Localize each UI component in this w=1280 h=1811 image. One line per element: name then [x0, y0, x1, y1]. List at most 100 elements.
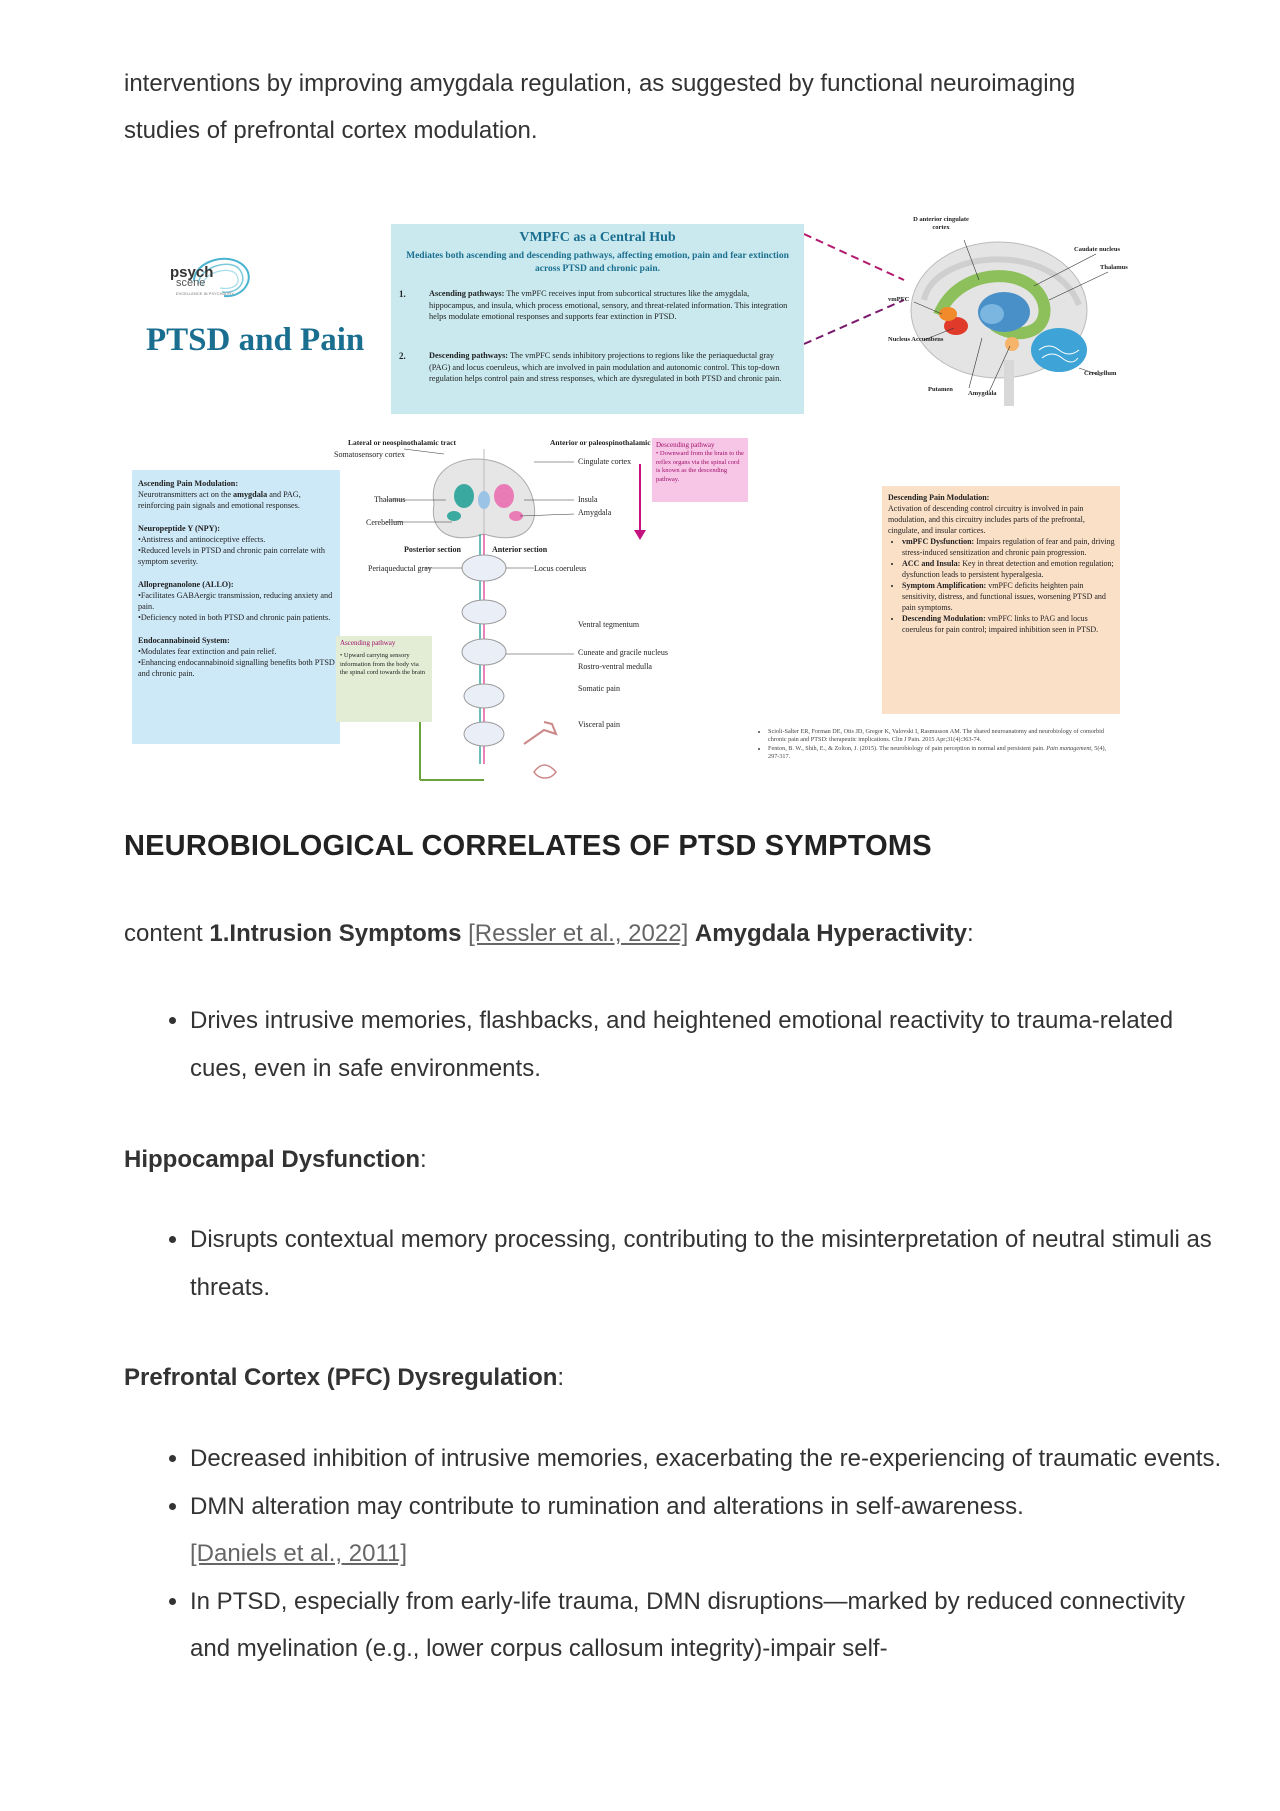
- left-t4a: •Modulates fear extinction and pain reli…: [138, 647, 277, 657]
- left-t2b: •Reduced levels in PTSD and chronic pain…: [138, 546, 326, 567]
- ascending-modulation-box: Ascending Pain Modulation: Neurotransmit…: [132, 470, 340, 744]
- reference-1: Scioli-Salter ER, Forman DE, Otis JD, Gr…: [768, 728, 1116, 745]
- hub-item-1-text: The vmPFC receives input from subcortica…: [429, 289, 788, 321]
- right-b3: vmPFC deficits heighten pain sensitivity…: [902, 581, 1106, 612]
- label-cuneate: Cuneate and gracile nucleus: [578, 648, 668, 657]
- hub-subtitle: Mediates both ascending and descending p…: [406, 251, 789, 274]
- pfc-bullet-list: Decreased inhibition of intrusive memori…: [124, 1435, 1230, 1673]
- right-bullet-4: Descending Modulation: vmPFC links to PA…: [902, 613, 1116, 635]
- left-t1a: Neurotransmitters act on the: [138, 490, 234, 500]
- label-amygdala-center: Amygdala: [578, 508, 612, 517]
- label-anterior-section: Anterior section: [492, 545, 548, 554]
- hub-item-2-lead: Descending pathways:: [429, 351, 509, 360]
- logo-tagline: EXCELLENCE IN PSYCHIATRY: [176, 291, 234, 296]
- ptsd-pain-infographic: psych scene EXCELLENCE IN PSYCHIATRY PTS…: [124, 210, 1136, 790]
- right-b4: vmPFC links to PAG and locus coeruleus f…: [902, 614, 1099, 634]
- reference-2: Fenton, B. W., Shih, E., & Zolton, J. (2…: [768, 745, 1116, 762]
- pathway-illustration-icon: [386, 448, 646, 781]
- daniels-citation-link[interactable]: [Daniels et al., 2011]: [190, 1540, 408, 1567]
- hub-item-1: Ascending pathways: The vmPFC receives i…: [429, 288, 797, 323]
- left-t1b: amygdala: [233, 490, 268, 500]
- label-thalamus-top: Thalamus: [1100, 264, 1128, 271]
- label-posterior-section: Posterior section: [404, 545, 461, 554]
- hub-item-2-number: 2.: [399, 351, 406, 361]
- ascending-note-title: Ascending pathway: [340, 639, 396, 647]
- hippocampal-bullet: Disrupts contextual memory processing, c…: [190, 1216, 1230, 1311]
- label-amygdala-top: Amygdala: [968, 390, 997, 397]
- left-t3b: •Deficiency noted in both PTSD and chron…: [138, 613, 331, 623]
- label-putamen: Putamen: [928, 386, 953, 393]
- intrusion-line: content 1.Intrusion Symptoms [Ressler et…: [124, 910, 1164, 957]
- amygdala-bullet-list: Drives intrusive memories, flashbacks, a…: [124, 997, 1230, 1092]
- right-b4-lead: Descending Modulation:: [902, 614, 986, 623]
- intro-line-1: interventions by improving amygdala regu…: [124, 70, 1076, 97]
- pfc-bullet-2: DMN alteration may contribute to ruminat…: [190, 1483, 1230, 1578]
- intro-paragraph: interventions by improving amygdala regu…: [124, 60, 1164, 154]
- right-b2: Key in threat detection and emotion regu…: [902, 559, 1114, 579]
- right-b3-lead: Symptom Amplification:: [902, 581, 987, 590]
- content-prefix: content: [124, 920, 210, 947]
- hub-item-2-text: The vmPFC sends inhibitory projections t…: [429, 351, 782, 383]
- label-insula: Insula: [578, 495, 598, 504]
- right-b2-lead: ACC and Insula:: [902, 559, 961, 568]
- label-ventral-tegmentum: Ventral tegmentum: [578, 620, 640, 629]
- logo-swirl-icon: [193, 257, 250, 298]
- intrusion-heading: 1.Intrusion Symptoms: [209, 920, 462, 947]
- pfc-bullet-2-text: DMN alteration may contribute to ruminat…: [190, 1492, 1024, 1520]
- reference-2-a: Fenton, B. W., Shih, E., & Zolton, J. (2…: [768, 744, 1047, 752]
- label-cerebellum-top: Cerebellum: [1084, 370, 1117, 377]
- pfc-bullet-3: In PTSD, especially from early-life trau…: [190, 1578, 1230, 1673]
- label-cingulate: Cingulate cortex: [578, 457, 632, 466]
- left-h1: Ascending Pain Modulation:: [138, 479, 239, 488]
- label-anterior-cingulate: D anterior cingulate cortex: [913, 216, 969, 231]
- intro-line-2: studies of prefrontal cortex modulation.: [124, 117, 538, 144]
- pain-pathway-diagram: Lateral or neospinothalamic tract Anteri…: [334, 434, 874, 794]
- left-t4b: •Enhancing endocannabinoid signalling be…: [138, 658, 335, 679]
- infographic-references: Scioli-Salter ER, Forman DE, Otis JD, Gr…: [756, 728, 1116, 762]
- right-intro: Activation of descending control circuit…: [888, 504, 1085, 535]
- descending-note-title: Descending pathway: [656, 441, 715, 449]
- right-bullet-1: vmPFC Dysfunction: Impairs regulation of…: [902, 536, 1116, 558]
- pfc-bullet-1: Decreased inhibition of intrusive memori…: [190, 1435, 1230, 1483]
- pfc-colon: :: [557, 1364, 565, 1391]
- descending-pathway-note: Descending pathway • Downward from the b…: [652, 438, 748, 502]
- hippocampal-colon: :: [420, 1146, 427, 1173]
- hub-item-2: Descending pathways: The vmPFC sends inh…: [429, 350, 797, 385]
- label-locus: Locus coeruleus: [534, 564, 587, 573]
- reference-2-c: , 5(4), 297-317.: [768, 744, 1107, 761]
- right-box-content: Descending Pain Modulation: Activation o…: [888, 492, 1116, 635]
- label-pag: Periaqueductal gray: [368, 564, 432, 573]
- left-h2: Neuropeptide Y (NPY):: [138, 523, 221, 533]
- label-lateral-tract: Lateral or neospinothalamic tract: [348, 438, 456, 447]
- left-t1c: and PAG, reinforcing pain signals and em…: [138, 490, 301, 511]
- left-h4: Endocannabinoid System:: [138, 635, 230, 645]
- right-bullet-3: Symptom Amplification: vmPFC deficits he…: [902, 580, 1116, 613]
- right-h: Descending Pain Modulation:: [888, 493, 990, 502]
- label-cerebellum-center: Cerebellum: [366, 518, 404, 527]
- logo-main: psych: [170, 264, 214, 281]
- ascending-note-text: Upward carrying sensory information from…: [340, 652, 426, 676]
- ascending-note-text-wrap: • Upward carrying sensory information fr…: [340, 652, 426, 676]
- psychscene-logo: psych scene EXCELLENCE IN PSYCHIATRY: [134, 246, 274, 316]
- amygdala-heading: Amygdala Hyperactivity: [694, 920, 968, 947]
- label-rostro: Rostro-ventral medulla: [578, 662, 652, 671]
- right-b1: Impairs regulation of fear and pain, dri…: [902, 537, 1115, 557]
- label-visceral: Visceral pain: [578, 720, 620, 729]
- left-h3: Allopregnanolone (ALLO):: [138, 579, 234, 589]
- pfc-heading: Prefrontal Cortex (PFC) Dysregulation: [124, 1364, 558, 1391]
- hippocampal-line: Hippocampal Dysfunction:: [124, 1136, 1164, 1183]
- infographic-title: PTSD and Pain: [146, 322, 365, 358]
- ressler-citation-link[interactable]: [Ressler et al., 2022]: [468, 920, 689, 947]
- right-bullet-2: ACC and Insula: Key in threat detection …: [902, 558, 1116, 580]
- hub-item-1-lead: Ascending pathways:: [429, 289, 505, 298]
- amygdala-colon: :: [967, 920, 974, 947]
- hub-item-1-number: 1.: [399, 289, 406, 299]
- left-box-content: Ascending Pain Modulation: Neurotransmit…: [138, 478, 338, 680]
- descending-note-text: Downward from the brain to the reflex or…: [656, 450, 744, 483]
- sagittal-brain-diagram: D anterior cingulate cortex Caudate nucl…: [864, 210, 1136, 420]
- label-somatic: Somatic pain: [578, 684, 620, 693]
- reference-2-journal: Pain management: [1046, 744, 1092, 752]
- label-caudate: Caudate nucleus: [1074, 246, 1121, 253]
- descending-modulation-box: Descending Pain Modulation: Activation o…: [882, 486, 1120, 714]
- hippocampal-bullet-list: Disrupts contextual memory processing, c…: [124, 1216, 1230, 1311]
